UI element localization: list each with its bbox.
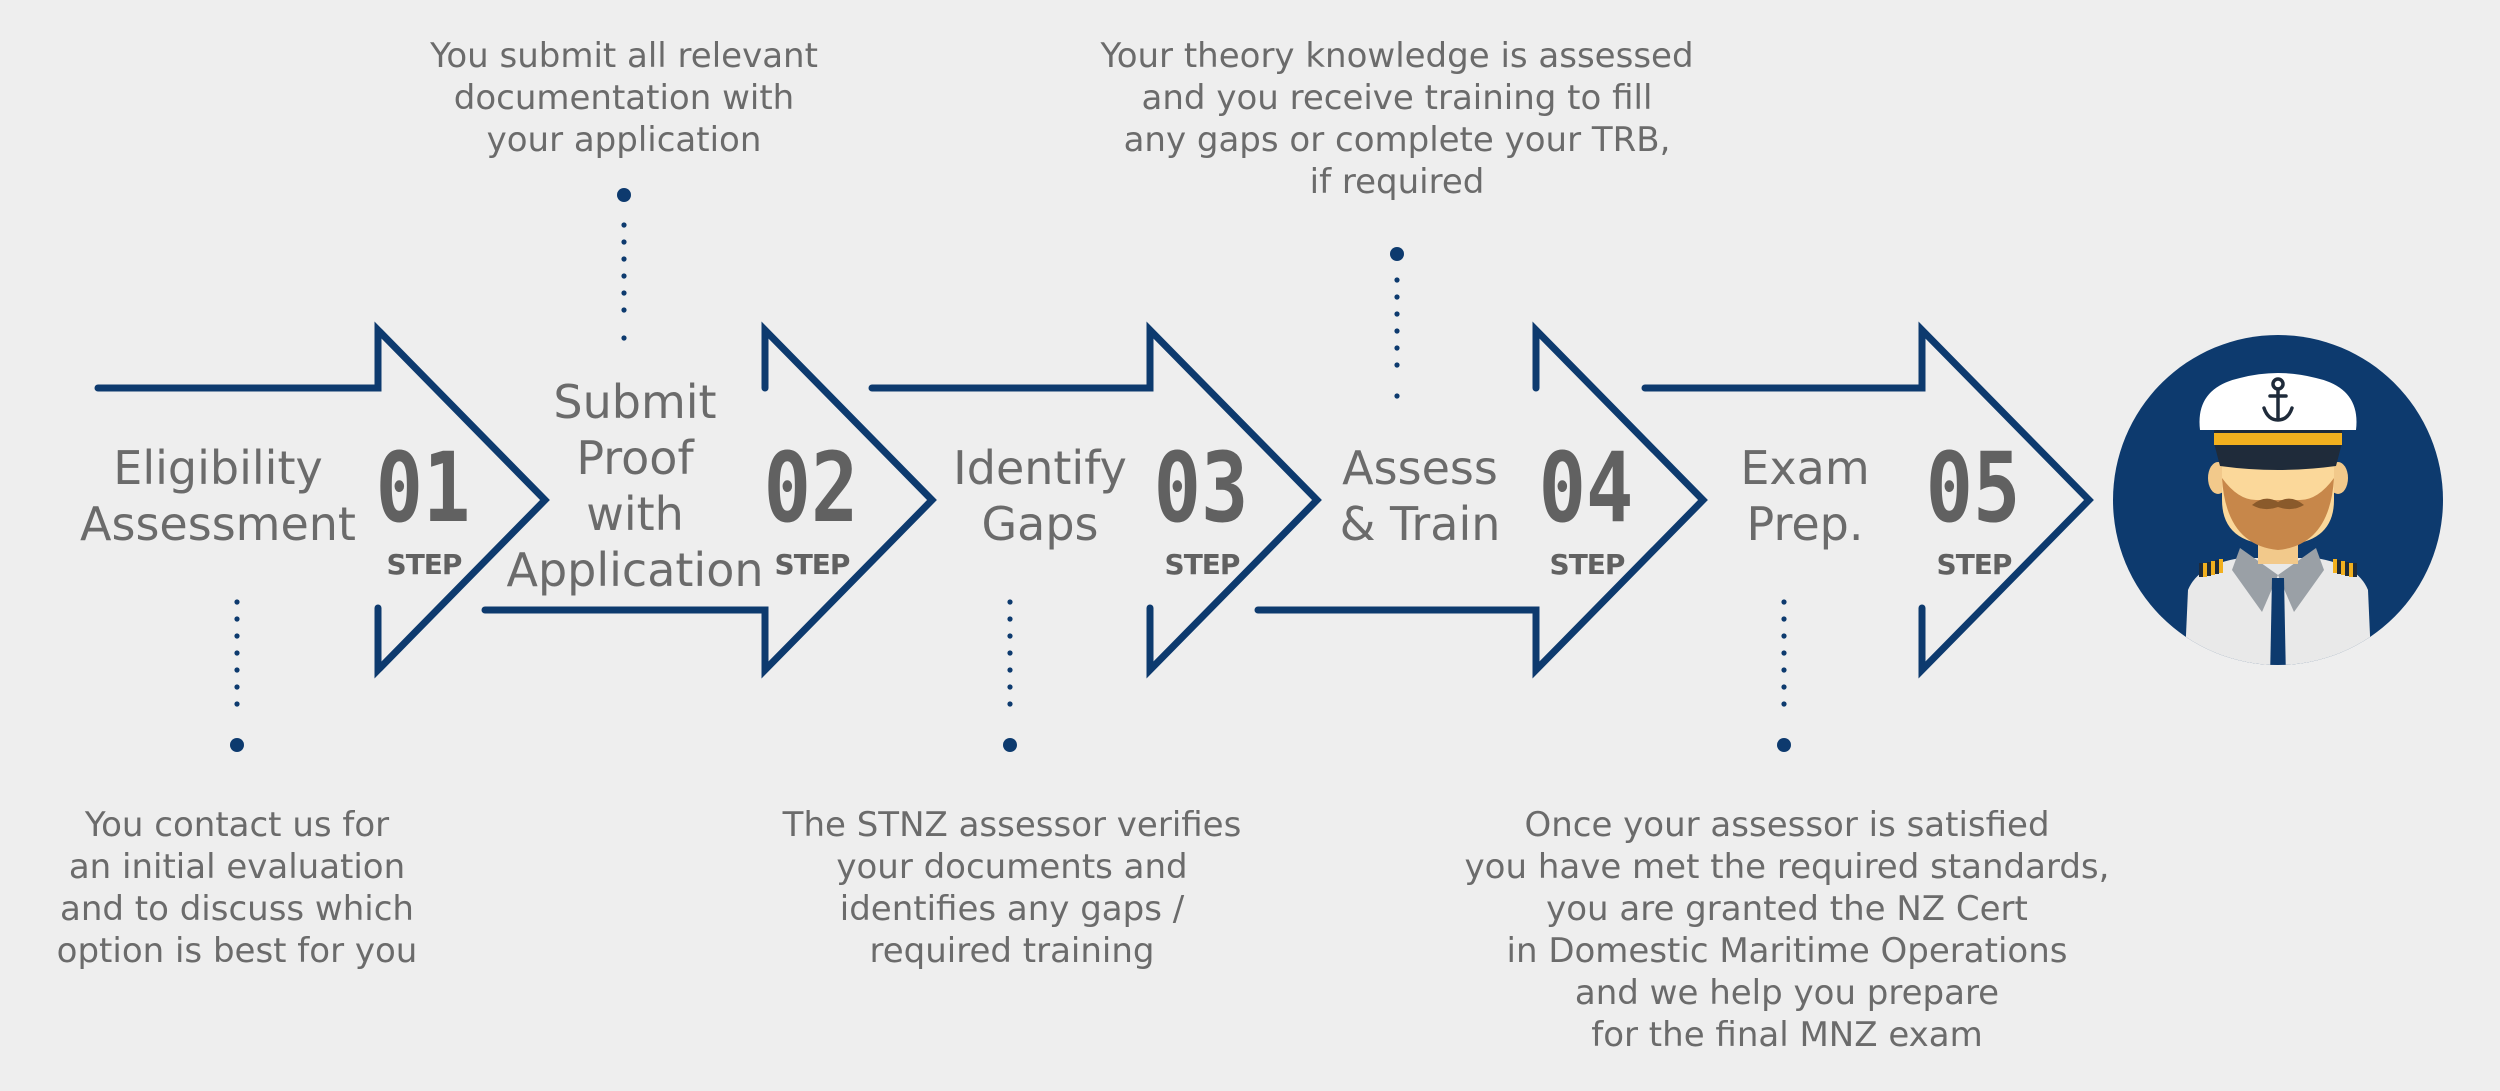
arrow-step-2 [481, 321, 937, 679]
step-2-title: Submit Proof with Application [506, 375, 764, 597]
step-3-title: Identify Gaps [953, 441, 1127, 551]
step-1-description: You contact us for an initial evaluation… [56, 805, 418, 971]
ship-captain-icon [2113, 335, 2443, 665]
connector-step-4 [1390, 247, 1404, 399]
step-5-description: Once your assessor is satisfied you have… [1464, 805, 2110, 1055]
step-1-number: 01 [375, 432, 471, 544]
connector-step-5 [1777, 599, 1791, 752]
step-2-number: 02 [763, 432, 859, 544]
arrow-step-4 [1254, 321, 1708, 679]
step-3-number: 03 [1153, 432, 1249, 544]
step-3-label: STEP [1164, 548, 1241, 581]
step-5-title: Exam Prep. [1740, 441, 1870, 551]
step-2-label: STEP [774, 548, 851, 581]
connector-step-1 [230, 599, 244, 752]
step-4-label: STEP [1549, 548, 1626, 581]
step-3-description: The STNZ assessor verifies your document… [782, 805, 1242, 971]
connector-dots [230, 188, 1791, 752]
step-4-number: 04 [1538, 432, 1634, 544]
arrow-step-1 [94, 321, 550, 679]
step-1-label: STEP [386, 548, 463, 581]
connector-step-2 [617, 188, 631, 341]
step-5-label: STEP [1936, 548, 2013, 581]
step-2-description: You submit all relevant documentation wi… [430, 36, 818, 160]
step-5-number: 05 [1925, 432, 2021, 544]
arrow-step-3 [868, 321, 1322, 679]
step-4-description: Your theory knowledge is assessed and yo… [1100, 36, 1694, 202]
step-1-title: Eligibility Assessment [80, 441, 356, 551]
connector-step-3 [1003, 599, 1017, 752]
step-4-title: Assess & Train [1339, 441, 1501, 551]
arrow-step-5 [1641, 321, 2094, 679]
